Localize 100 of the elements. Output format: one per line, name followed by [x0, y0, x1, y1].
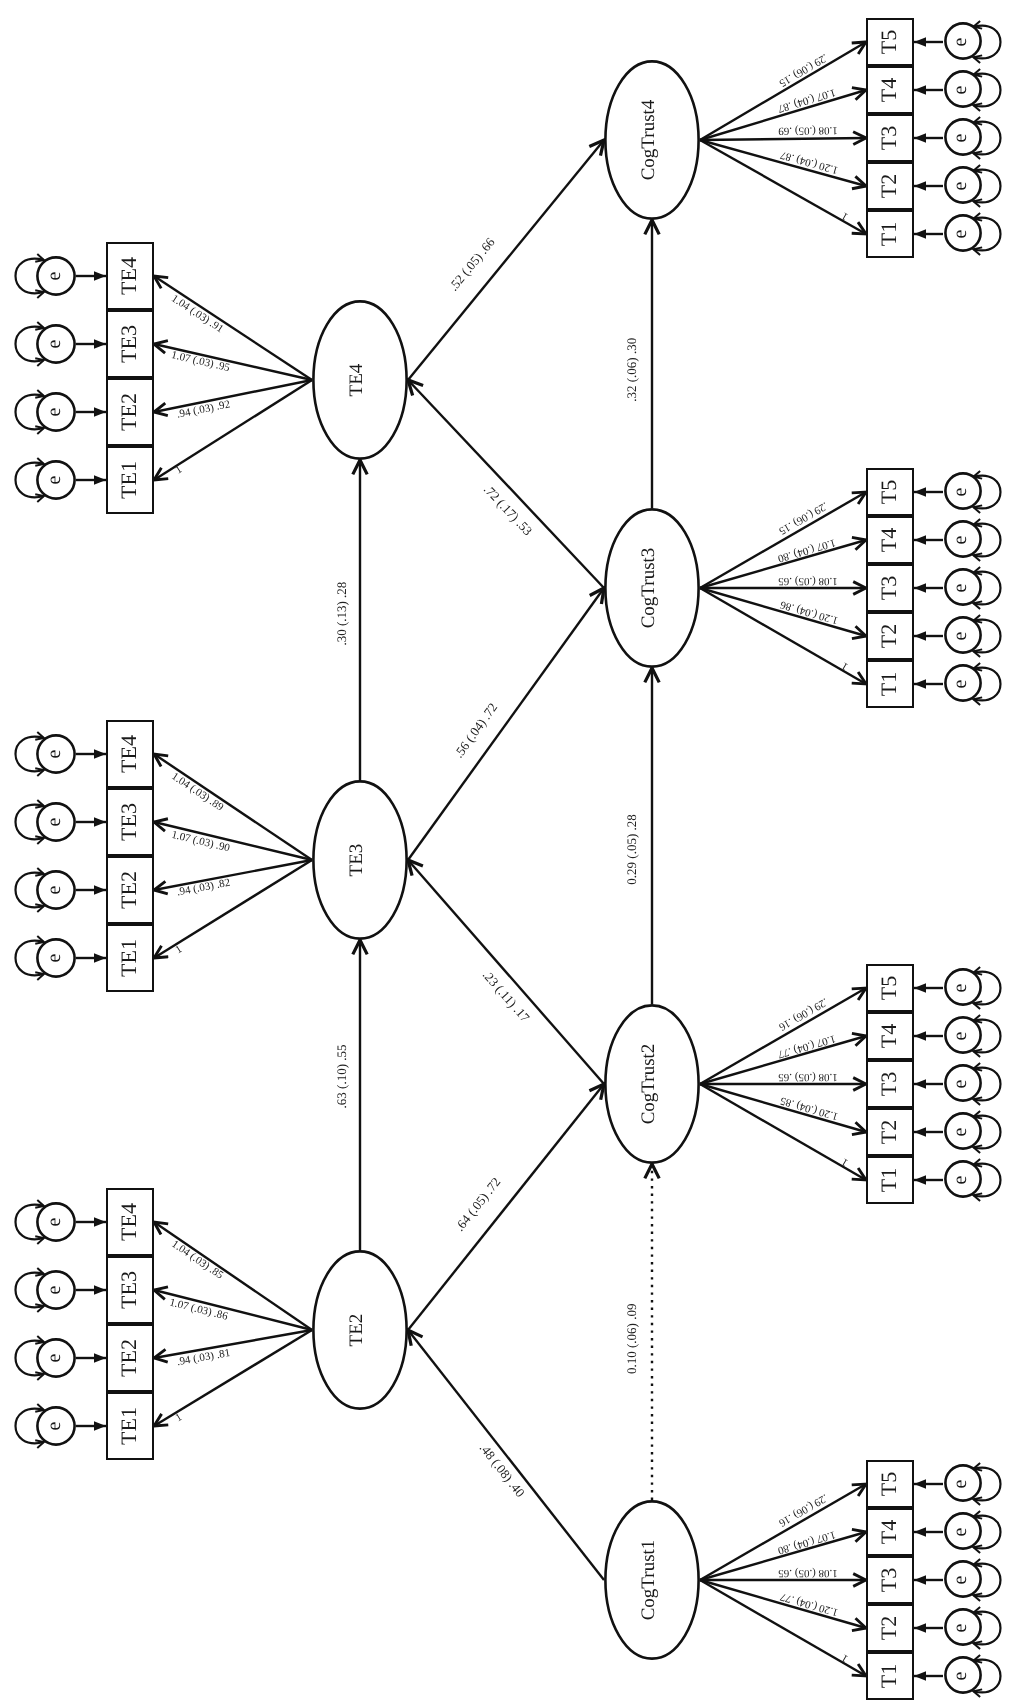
arrow: [76, 1353, 106, 1363]
error-term-circle: [943, 1513, 981, 1551]
arrow: [152, 378, 313, 418]
indicator-name: T2: [879, 1119, 901, 1145]
error-term-label: e: [46, 1285, 66, 1295]
curved-double-arrow: [14, 253, 45, 299]
error-term-circle: [943, 1657, 981, 1695]
error-term-circle: [943, 569, 981, 607]
arrow: [76, 749, 106, 759]
indicator-box: [106, 1256, 154, 1324]
arrow: [699, 1578, 868, 1633]
curved-double-arrow: [14, 1403, 45, 1449]
latent-variable-name: CogTrust3: [642, 547, 662, 629]
error-term-circle: [943, 167, 981, 205]
arrow: [152, 858, 313, 896]
arrow: [699, 1527, 868, 1582]
arrow: [914, 1527, 943, 1537]
curved-double-arrow: [14, 1335, 45, 1381]
arrow: [699, 986, 868, 1086]
error-term-label: e: [952, 1079, 972, 1089]
indicator-name: T5: [879, 479, 901, 505]
indicator-box: [866, 1508, 914, 1556]
arrow: [643, 666, 661, 1004]
indicator-box: [866, 66, 914, 114]
latent-variable-ellipse: [312, 780, 408, 940]
arrow: [407, 586, 606, 861]
indicator-name: T5: [879, 975, 901, 1001]
arrow: [152, 1285, 313, 1332]
arrow: [700, 1572, 868, 1588]
error-term-label: e: [952, 181, 972, 191]
error-term-label: e: [952, 1671, 972, 1681]
dotted-arrow: [643, 1162, 661, 1500]
indicator-name: T1: [879, 671, 901, 697]
error-term-label: e: [46, 407, 66, 417]
arrow: [152, 339, 313, 382]
indicator-name: T2: [879, 173, 901, 199]
arrow: [643, 218, 661, 508]
arrow: [914, 1175, 943, 1185]
error-term-label: e: [952, 1175, 972, 1185]
curved-double-arrow: [972, 164, 1002, 208]
arrow: [152, 817, 313, 862]
arrow: [406, 378, 605, 589]
indicator-box: [106, 310, 154, 378]
error-term-circle: [943, 1561, 981, 1599]
arrow: [76, 885, 106, 895]
indicator-name: T1: [879, 221, 901, 247]
curved-double-arrow: [972, 966, 1002, 1010]
arrow: [699, 490, 868, 590]
error-term-label: e: [46, 1421, 66, 1431]
error-term-circle: [36, 734, 76, 774]
indicator-name: T3: [879, 1567, 901, 1593]
arrow: [406, 1328, 605, 1581]
error-term-circle: [36, 1338, 76, 1378]
error-term-circle: [36, 870, 76, 910]
arrow: [699, 586, 868, 686]
arrow: [914, 1079, 943, 1089]
error-term-circle: [943, 1065, 981, 1103]
indicator-box: [866, 162, 914, 210]
error-term-circle: [943, 1017, 981, 1055]
error-term-circle: [36, 392, 76, 432]
error-term-label: e: [952, 229, 972, 239]
indicator-box: [106, 1188, 154, 1256]
error-term-label: e: [952, 1127, 972, 1137]
error-term-circle: [36, 460, 76, 500]
indicator-box: [106, 446, 154, 514]
indicator-name: T4: [879, 77, 901, 103]
arrow: [914, 1623, 943, 1633]
indicator-name: TE4: [119, 257, 141, 295]
indicator-box: [866, 564, 914, 612]
indicator-name: T2: [879, 1615, 901, 1641]
indicator-box: [866, 1060, 914, 1108]
error-term-label: e: [46, 817, 66, 827]
error-term-label: e: [952, 631, 972, 641]
indicator-name: T5: [879, 29, 901, 55]
latent-variable-name: TE4: [350, 363, 370, 397]
latent-variable-ellipse: [312, 1250, 408, 1410]
indicator-name: T1: [879, 1167, 901, 1193]
indicator-box: [866, 1156, 914, 1204]
arrow: [914, 983, 943, 993]
curved-double-arrow: [14, 321, 45, 367]
arrow: [76, 953, 106, 963]
error-term-label: e: [46, 749, 66, 759]
indicator-name: TE4: [119, 1203, 141, 1241]
indicator-name: TE2: [119, 1339, 141, 1377]
curved-double-arrow: [972, 20, 1002, 64]
latent-variable-name: CogTrust2: [642, 1043, 662, 1125]
error-term-circle: [36, 256, 76, 296]
latent-variable-ellipse: [604, 1500, 700, 1660]
arrow: [699, 40, 868, 142]
curved-double-arrow: [972, 566, 1002, 610]
error-term-circle: [943, 521, 981, 559]
indicator-box: [866, 964, 914, 1012]
arrow: [914, 37, 943, 47]
curved-double-arrow: [972, 68, 1002, 112]
curved-double-arrow: [14, 457, 45, 503]
arrow: [914, 487, 943, 497]
latent-variable-name: TE2: [350, 1313, 370, 1347]
arrow: [351, 938, 369, 1250]
indicator-box: [866, 114, 914, 162]
arrow: [914, 535, 943, 545]
